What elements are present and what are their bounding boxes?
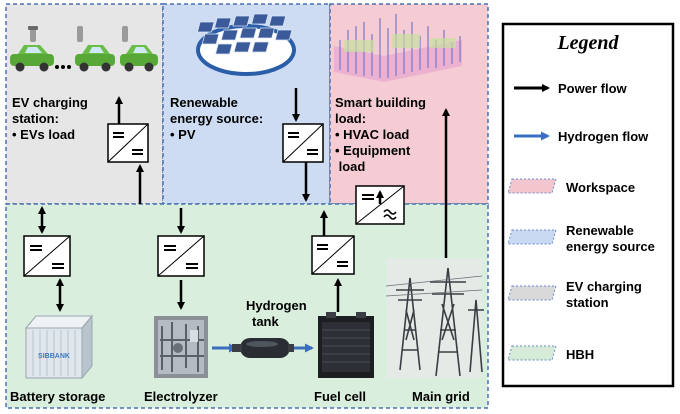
text-line: • PV	[170, 127, 196, 142]
smart-building-icon	[334, 14, 462, 82]
text-line: • EVs load	[12, 127, 75, 142]
legend-label-line: Power flow	[558, 81, 628, 96]
battery-storage-icon: SIBBANK	[24, 314, 94, 380]
text-line: Renewable	[170, 95, 238, 110]
pv-array-icon	[196, 13, 296, 76]
converter-battery	[23, 235, 71, 277]
text-line: station:	[12, 111, 59, 126]
text-line: Smart building	[335, 95, 426, 110]
legend-label-line: Hydrogen flow	[558, 129, 649, 144]
main-grid-label: Main grid	[412, 389, 470, 404]
legend-swatch	[507, 345, 557, 361]
text-line: tank	[252, 314, 280, 329]
legend-swatch	[507, 178, 557, 194]
hydrogen-tank-icon	[232, 338, 294, 358]
text-line: • HVAC load	[335, 127, 409, 142]
legend-swatch	[507, 229, 557, 245]
text-line: energy source:	[170, 111, 263, 126]
legend-label-line: Renewable	[566, 223, 634, 238]
text-line: EV charging	[12, 95, 88, 110]
converter-pv	[282, 123, 324, 163]
electrolyzer-icon	[154, 316, 208, 378]
converter-electrolyzer	[157, 235, 205, 277]
converter-fuel-cell	[311, 235, 355, 275]
text-line: load:	[335, 111, 366, 126]
legend-box	[501, 22, 675, 388]
fuel-cell-label: Fuel cell	[314, 389, 366, 404]
legend-label: Power flow	[558, 81, 628, 96]
legend-label: Hydrogen flow	[558, 129, 649, 144]
legend-swatch	[507, 285, 557, 301]
text-line: • Equipment	[335, 143, 411, 158]
text-line: Hydrogen	[246, 298, 307, 313]
inverter-building	[355, 185, 405, 225]
battery-storage-label: Battery storage	[10, 389, 105, 404]
electrolyzer-label: Electrolyzer	[144, 389, 218, 404]
legend-label-line: energy source	[566, 239, 655, 254]
legend-label-line: Workspace	[566, 180, 635, 195]
text-line: load	[335, 159, 365, 174]
fuel-cell-icon	[318, 312, 374, 378]
main-grid-icon	[385, 258, 484, 378]
converter-ev	[107, 123, 149, 163]
legend-label: Workspace	[566, 180, 635, 195]
ev-cars-icon	[10, 26, 158, 72]
legend-title: Legend	[556, 32, 619, 54]
battery-brand: SIBBANK	[38, 353, 70, 360]
legend-label-line: station	[566, 295, 609, 310]
legend-label: HBH	[566, 347, 594, 362]
legend-label-line: HBH	[566, 347, 594, 362]
legend-label-line: EV charging	[566, 279, 642, 294]
